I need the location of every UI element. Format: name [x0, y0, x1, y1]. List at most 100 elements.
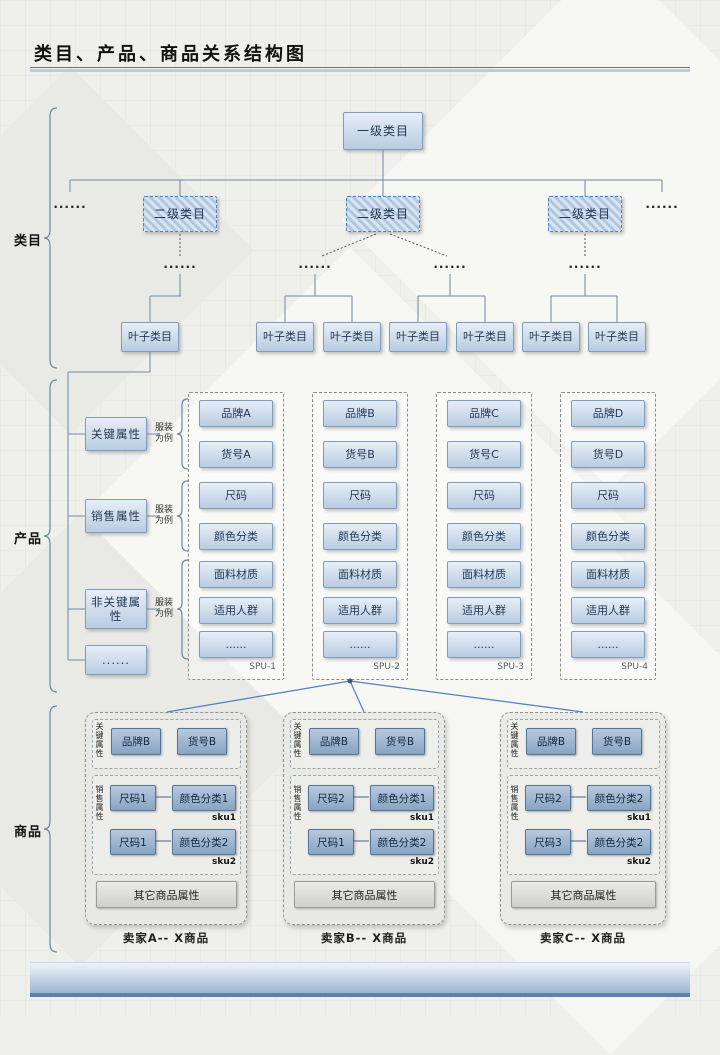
sku1-tag: sku1 [626, 813, 651, 823]
spu3-article-no: 货号C [447, 441, 521, 468]
spu2-fabric: 面料材质 [323, 561, 397, 588]
sku1-color-node: 颜色分类2 [587, 785, 651, 811]
node-level1-category: 一级类目 [343, 112, 423, 150]
node-level2-category-2: 二级类目 [346, 196, 420, 232]
node-nonkey-attribute: 非关键属性 [85, 589, 147, 629]
seller-a-title: 卖家A-- X商品 [122, 931, 210, 945]
sku2-color-node: 颜色分类2 [370, 829, 434, 855]
spu1-color: 颜色分类 [199, 523, 273, 550]
node-leaf-category-1: 叶子类目 [121, 322, 179, 352]
sku1-tag: sku1 [409, 813, 434, 823]
spu3-audience: 适用人群 [447, 597, 521, 624]
spu3-name: SPU-3 [497, 662, 524, 672]
sku1-color-node: 颜色分类1 [370, 785, 434, 811]
node-leaf-category-2: 叶子类目 [256, 322, 314, 352]
sales-attr-vertical-label: 销售属性 [510, 785, 519, 821]
node-leaf-category-4: 叶子类目 [389, 322, 447, 352]
ellipsis-subcategories-1: ...... [163, 257, 197, 271]
sku2-size-node: 尺码1 [308, 829, 354, 855]
spu2-brand: 品牌B [323, 400, 397, 427]
spu2-size: 尺码 [323, 482, 397, 509]
spu4-color: 颜色分类 [571, 523, 645, 550]
spu1-name: SPU-1 [249, 662, 276, 672]
node-leaf-category-3: 叶子类目 [323, 322, 381, 352]
section-label-product: 产品 [13, 532, 42, 547]
other-attrs-node: 其它商品属性 [511, 881, 656, 908]
ellipsis-subcategories-3: ...... [433, 257, 467, 271]
sku2-tag: sku2 [211, 857, 236, 867]
key-attr-vertical-label: 关键属性 [510, 722, 519, 758]
spu3-fabric: 面料材质 [447, 561, 521, 588]
spu4-name: SPU-4 [621, 662, 648, 672]
seller-card-a: 关键属性 品牌B 货号B 销售属性 尺码1 颜色分类1 sku1 尺码1 颜色分… [85, 712, 247, 925]
key-attr-vertical-label: 关键属性 [293, 722, 302, 758]
spu4-brand: 品牌D [571, 400, 645, 427]
spu2-audience: 适用人群 [323, 597, 397, 624]
article-no-node: 货号B [375, 728, 425, 755]
spu3-ellipsis: ...... [447, 631, 521, 658]
spu1-article-no: 货号A [199, 441, 273, 468]
section-label-category: 类目 [13, 234, 42, 249]
spu1-ellipsis: ...... [199, 631, 273, 658]
node-attribute-ellipsis: ...... [85, 645, 147, 675]
seller-b-title: 卖家B-- X商品 [320, 931, 408, 945]
sku2-tag: sku2 [409, 857, 434, 867]
spu1-fabric: 面料材质 [199, 561, 273, 588]
node-leaf-category-7: 叶子类目 [588, 322, 646, 352]
other-attrs-node: 其它商品属性 [294, 881, 435, 908]
brand-node: 品牌B [111, 728, 161, 755]
spu2-name: SPU-2 [373, 662, 400, 672]
brand-node: 品牌B [526, 728, 576, 755]
example-label-sales: 服装为例 [154, 505, 173, 526]
spu4-article-no: 货号D [571, 441, 645, 468]
sales-attr-vertical-label: 销售属性 [95, 785, 104, 821]
node-leaf-category-6: 叶子类目 [522, 322, 580, 352]
spu1-brand: 品牌A [199, 400, 273, 427]
spu4-audience: 适用人群 [571, 597, 645, 624]
title-rule-dark [30, 67, 690, 68]
spu4-size: 尺码 [571, 482, 645, 509]
sku2-size-node: 尺码3 [525, 829, 571, 855]
node-sales-attribute: 销售属性 [85, 499, 147, 533]
ellipsis-subcategories-2: ...... [298, 257, 332, 271]
ellipsis-more-right: ...... [645, 197, 679, 211]
node-leaf-category-5: 叶子类目 [456, 322, 514, 352]
sku1-color-node: 颜色分类1 [172, 785, 236, 811]
seller-card-c: 关键属性 品牌B 货号B 销售属性 尺码2 颜色分类2 sku1 尺码3 颜色分… [500, 712, 666, 925]
title-rule-light [30, 69, 690, 72]
sku2-color-node: 颜色分类2 [587, 829, 651, 855]
node-level2-category-1: 二级类目 [143, 196, 217, 232]
node-level2-category-3: 二级类目 [548, 196, 622, 232]
spu3-color: 颜色分类 [447, 523, 521, 550]
sku1-tag: sku1 [211, 813, 236, 823]
key-attr-vertical-label: 关键属性 [95, 722, 104, 758]
example-label-key: 服装为例 [154, 423, 173, 444]
sku2-tag: sku2 [626, 857, 651, 867]
spu2-article-no: 货号B [323, 441, 397, 468]
seller-c-title: 卖家C-- X商品 [539, 931, 627, 945]
page-title: 类目、产品、商品关系结构图 [34, 44, 307, 65]
sku2-color-node: 颜色分类2 [172, 829, 236, 855]
node-key-attribute: 关键属性 [85, 417, 147, 451]
spu2-ellipsis: ...... [323, 631, 397, 658]
article-no-node: 货号B [592, 728, 642, 755]
spu3-size: 尺码 [447, 482, 521, 509]
other-attrs-node: 其它商品属性 [96, 881, 237, 908]
article-no-node: 货号B [177, 728, 227, 755]
brand-node: 品牌B [309, 728, 359, 755]
footer-bar [30, 962, 690, 997]
spu4-fabric: 面料材质 [571, 561, 645, 588]
ellipsis-more-left: ...... [53, 197, 87, 211]
spu3-brand: 品牌C [447, 400, 521, 427]
seller-card-b: 关键属性 品牌B 货号B 销售属性 尺码2 颜色分类1 sku1 尺码1 颜色分… [283, 712, 445, 925]
sku1-size-node: 尺码1 [110, 785, 156, 811]
ellipsis-subcategories-4: ...... [568, 257, 602, 271]
sku2-size-node: 尺码1 [110, 829, 156, 855]
sku1-size-node: 尺码2 [525, 785, 571, 811]
spu2-color: 颜色分类 [323, 523, 397, 550]
spu4-ellipsis: ...... [571, 631, 645, 658]
section-label-commodity: 商品 [13, 825, 42, 840]
example-label-nonkey: 服装为例 [154, 598, 173, 619]
spu1-size: 尺码 [199, 482, 273, 509]
sku1-size-node: 尺码2 [308, 785, 354, 811]
